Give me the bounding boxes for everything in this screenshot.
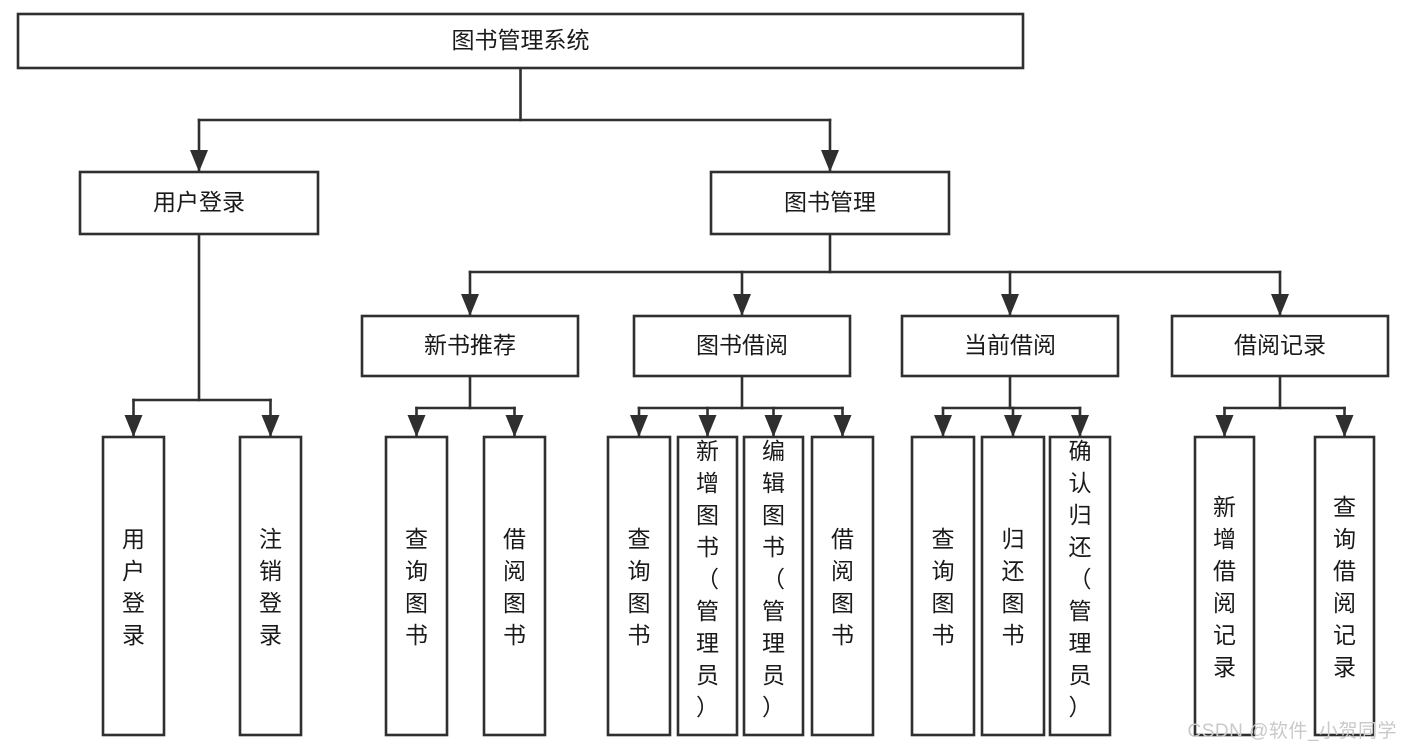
node-leaf-leaf-borrow-book-recommend-box [482, 435, 547, 737]
node-leaf-leaf-query-book-current-box [910, 435, 976, 737]
node-leaf-leaf-query-borrow-record[interactable]: 查询借阅记录 [1313, 435, 1376, 737]
node-leaf-leaf-add-borrow-record-label: 新增借阅记录 [1213, 494, 1236, 680]
node-leaf-leaf-query-book-recommend-label: 查询图书 [405, 526, 428, 648]
node-leaf-leaf-confirm-return-admin-box [1048, 435, 1112, 737]
node-root[interactable]: 图书管理系统 [16, 12, 1025, 70]
node-leaf-leaf-user-login-box [101, 435, 166, 737]
node-leaf-leaf-edit-book-admin-box [742, 435, 805, 737]
current-borrow-to-leaves-arrow-0 [934, 415, 952, 437]
bookmgmt-to-level2-arrow-1 [733, 294, 751, 316]
root-to-level1-arrow-0 [190, 150, 208, 172]
node-level2-new-book-recommend[interactable]: 新书推荐 [360, 314, 580, 378]
bookmgmt-to-level2-arrow-2 [1001, 294, 1019, 316]
node-leaf-leaf-add-book-admin-label: 新增图书（管理员） [696, 438, 719, 720]
node-leaf-leaf-borrow-book-borrow[interactable]: 借阅图书 [810, 435, 875, 737]
node-leaf-leaf-return-book-box [980, 435, 1046, 737]
new-book-recommend-to-leaves-arrow-0 [407, 415, 426, 437]
node-level1-book-management-box [709, 170, 951, 236]
node-leaf-leaf-borrow-book-borrow-label: 借阅图书 [831, 526, 854, 648]
node-level2-current-borrow-box [900, 314, 1120, 378]
node-leaf-leaf-logout-login-label: 注销登录 [259, 526, 282, 648]
node-level2-new-book-recommend-label: 新书推荐 [424, 332, 516, 358]
new-book-recommend-to-leaves-arrow-1 [505, 415, 524, 437]
node-level2-new-book-recommend-box [360, 314, 580, 378]
node-level2-current-borrow-label: 当前借阅 [964, 332, 1056, 358]
node-leaf-leaf-query-book-borrow[interactable]: 查询图书 [606, 435, 672, 737]
node-leaf-leaf-confirm-return-admin[interactable]: 确认归还（管理员） [1048, 435, 1112, 737]
borrow-record-to-leaves-arrow-1 [1335, 415, 1354, 437]
watermark-label: CSDN @软件_小贺同学 [1187, 721, 1397, 742]
connector-edges [124, 66, 1354, 439]
book-borrow-to-leaves-arrow-0 [630, 415, 648, 437]
node-root-label: 图书管理系统 [452, 27, 590, 53]
node-leaf-leaf-borrow-book-recommend[interactable]: 借阅图书 [482, 435, 547, 737]
current-borrow-to-leaves-arrow-2 [1071, 415, 1089, 437]
book-borrow-to-leaves-arrow-2 [764, 415, 783, 437]
node-leaf-leaf-edit-book-admin[interactable]: 编辑图书（管理员） [742, 435, 805, 737]
node-level1-book-management[interactable]: 图书管理 [709, 170, 951, 236]
node-level2-borrow-record-box [1170, 314, 1390, 378]
node-leaf-leaf-query-book-borrow-box [606, 435, 672, 737]
node-level2-book-borrow[interactable]: 图书借阅 [632, 314, 852, 378]
node-level2-borrow-record[interactable]: 借阅记录 [1170, 314, 1390, 378]
bookmgmt-to-level2-arrow-0 [461, 294, 479, 316]
node-level2-book-borrow-box [632, 314, 852, 378]
book-borrow-to-leaves-arrow-3 [833, 415, 852, 437]
node-leaf-leaf-edit-book-admin-label: 编辑图书（管理员） [762, 438, 785, 720]
node-leaf-leaf-logout-login[interactable]: 注销登录 [238, 435, 303, 737]
book-borrow-to-leaves-arrow-1 [698, 415, 717, 437]
node-level2-current-borrow[interactable]: 当前借阅 [900, 314, 1120, 378]
root-to-level1-arrow-1 [821, 150, 839, 172]
node-leaf-leaf-add-borrow-record-box [1193, 435, 1256, 737]
node-leaf-leaf-add-book-admin[interactable]: 新增图书（管理员） [676, 435, 739, 737]
node-leaf-leaf-return-book[interactable]: 归还图书 [980, 435, 1046, 737]
node-leaf-leaf-query-borrow-record-box [1313, 435, 1376, 737]
user-login-to-leaves-arrow-0 [124, 415, 143, 437]
node-leaf-leaf-query-book-recommend-box [384, 435, 449, 737]
borrow-record-to-leaves-arrow-0 [1215, 415, 1234, 437]
node-level1-user-login-box [78, 170, 320, 236]
node-leaf-leaf-user-login[interactable]: 用户登录 [101, 435, 166, 737]
node-level1-user-login[interactable]: 用户登录 [78, 170, 320, 236]
node-root-box [16, 12, 1025, 70]
node-level1-book-management-label: 图书管理 [784, 189, 876, 215]
node-leaf-leaf-query-book-current-label: 查询图书 [932, 526, 955, 648]
user-login-to-leaves-arrow-1 [261, 415, 280, 437]
node-level2-book-borrow-label: 图书借阅 [696, 332, 788, 358]
node-leaf-leaf-add-borrow-record[interactable]: 新增借阅记录 [1193, 435, 1256, 737]
node-boxes: 图书管理系统用户登录图书管理新书推荐图书借阅当前借阅借阅记录用户登录注销登录查询… [16, 12, 1390, 737]
bookmgmt-to-level2-arrow-3 [1271, 294, 1289, 316]
node-leaf-leaf-query-borrow-record-label: 查询借阅记录 [1333, 494, 1356, 680]
node-level2-borrow-record-label: 借阅记录 [1234, 332, 1326, 358]
node-leaf-leaf-borrow-book-recommend-label: 借阅图书 [503, 526, 526, 648]
current-borrow-to-leaves-arrow-1 [1004, 415, 1022, 437]
node-leaf-leaf-query-book-recommend[interactable]: 查询图书 [384, 435, 449, 737]
node-leaf-leaf-return-book-label: 归还图书 [1002, 526, 1025, 648]
node-level1-user-login-label: 用户登录 [153, 189, 245, 215]
node-leaf-leaf-borrow-book-borrow-box [810, 435, 875, 737]
node-leaf-leaf-query-book-borrow-label: 查询图书 [628, 526, 651, 648]
node-leaf-leaf-add-book-admin-box [676, 435, 739, 737]
node-leaf-leaf-query-book-current[interactable]: 查询图书 [910, 435, 976, 737]
node-leaf-leaf-user-login-label: 用户登录 [122, 526, 145, 648]
node-leaf-leaf-confirm-return-admin-label: 确认归还（管理员） [1069, 438, 1092, 720]
node-leaf-leaf-logout-login-box [238, 435, 303, 737]
